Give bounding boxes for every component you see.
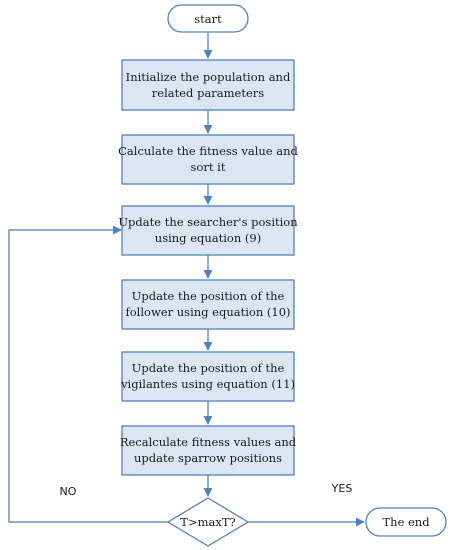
node-searcher: Update the searcher's position using equ… bbox=[118, 205, 298, 256]
decision-diamond bbox=[166, 497, 250, 547]
recalc-box bbox=[121, 425, 295, 476]
searcher-label-line-1: Update the searcher's position bbox=[118, 215, 298, 229]
follower-label-line-2: follower using equation (10) bbox=[126, 305, 291, 319]
start-terminal-shape bbox=[167, 4, 249, 33]
node-recalc: Recalculate fitness values and update sp… bbox=[120, 425, 297, 476]
recalc-label-line-1: Recalculate fitness values and bbox=[120, 435, 297, 449]
node-fitness: Calculate the fitness value and sort it bbox=[118, 134, 299, 185]
searcher-label-line-2: using equation (9) bbox=[155, 231, 261, 245]
follower-box bbox=[121, 279, 295, 330]
fitness-label-line-2: sort it bbox=[191, 160, 226, 174]
edges bbox=[8, 33, 365, 527]
end-label: The end bbox=[382, 515, 430, 529]
fitness-label-line-1: Calculate the fitness value and bbox=[118, 144, 298, 158]
node-end: The end bbox=[365, 507, 447, 537]
init-box bbox=[121, 59, 295, 111]
node-decision: T>maxT? bbox=[166, 497, 250, 547]
edge-decision-loop-no bbox=[8, 225, 168, 523]
init-label-line-2: related parameters bbox=[152, 86, 264, 100]
node-start: start bbox=[167, 4, 249, 33]
edge-label-yes: YES bbox=[331, 482, 353, 495]
node-vigilantes: Update the position of the vigilantes us… bbox=[120, 351, 295, 402]
node-init: Initialize the population and related pa… bbox=[121, 59, 295, 111]
recalc-label-line-2: update sparrow positions bbox=[134, 451, 282, 465]
fitness-box bbox=[121, 134, 295, 185]
vigilantes-label-line-1: Update the position of the bbox=[132, 361, 285, 375]
vigilantes-label-line-2: vigilantes using equation (11) bbox=[120, 377, 295, 391]
decision-label: T>maxT? bbox=[180, 515, 235, 529]
searcher-box bbox=[121, 205, 295, 256]
edge-label-no: NO bbox=[60, 485, 77, 498]
init-label-line-1: Initialize the population and bbox=[126, 70, 291, 84]
follower-label-line-1: Update the position of the bbox=[132, 289, 285, 303]
start-label: start bbox=[194, 12, 222, 26]
end-terminal-shape bbox=[365, 507, 447, 537]
vigilantes-box bbox=[121, 351, 295, 402]
node-follower: Update the position of the follower usin… bbox=[121, 279, 295, 330]
